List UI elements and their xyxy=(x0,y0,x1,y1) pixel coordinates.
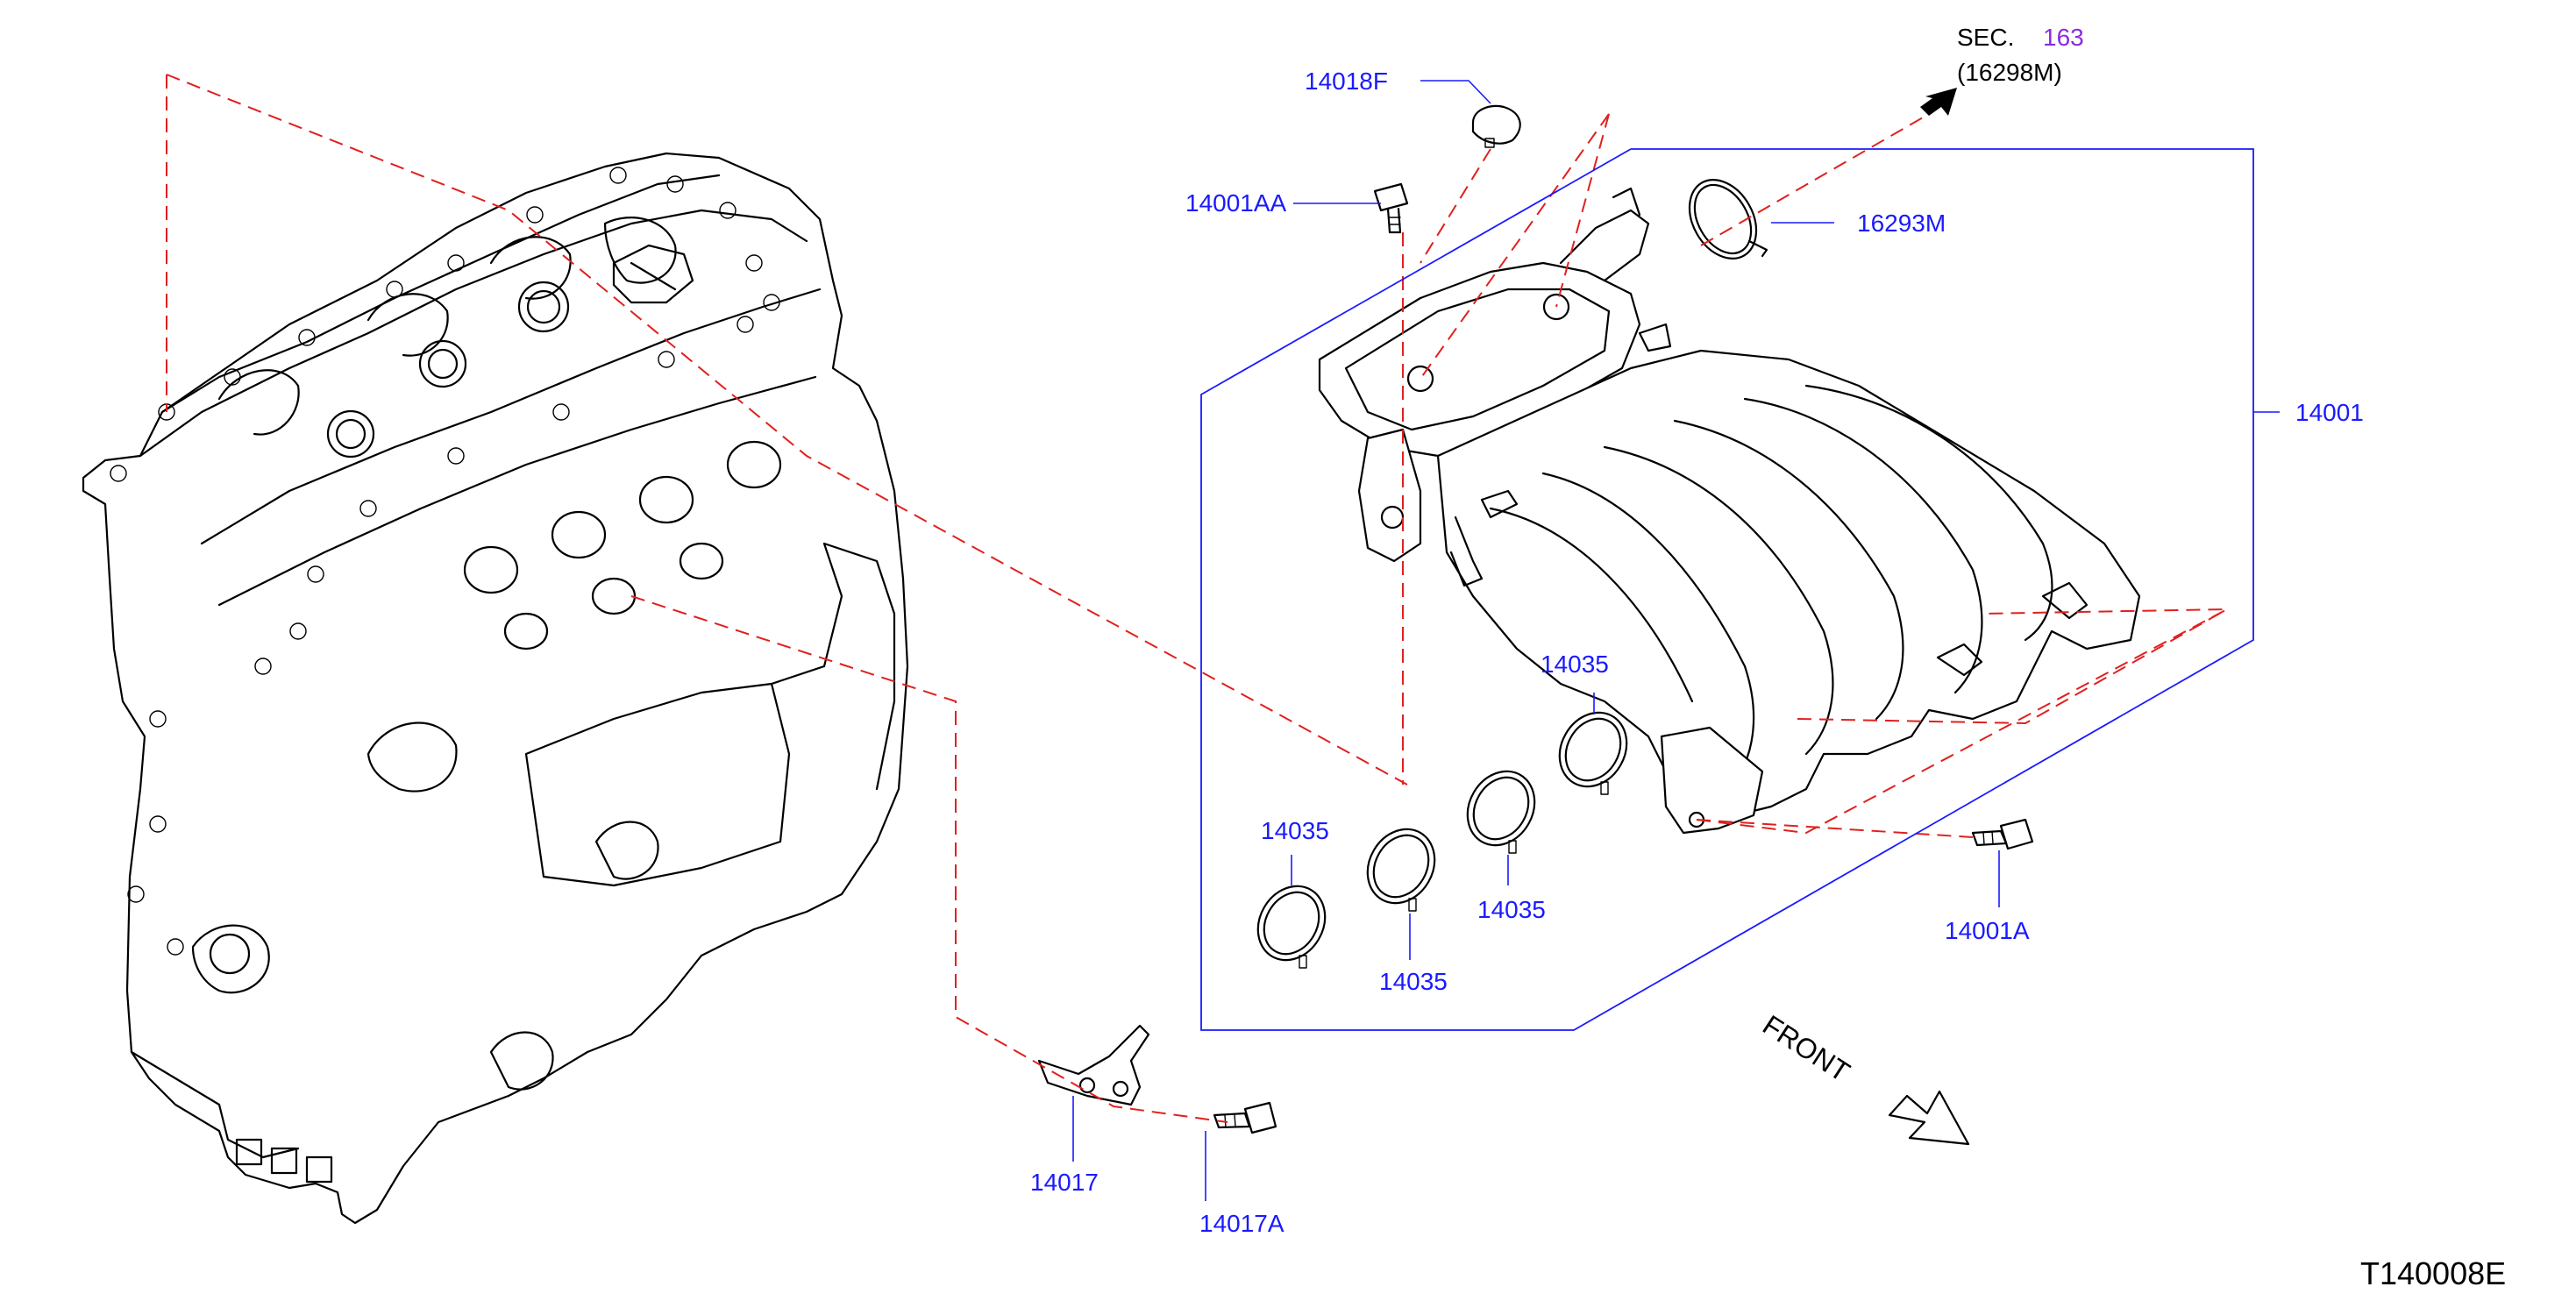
part-label-16293M[interactable]: 16293M xyxy=(1857,210,1946,237)
part-label-14035-mid[interactable]: 14035 xyxy=(1477,896,1546,923)
part-label-14035-upper[interactable]: 14035 xyxy=(1541,650,1609,678)
part-label-14001A[interactable]: 14001A xyxy=(1945,917,2030,944)
section-arrow-icon xyxy=(1920,88,1957,116)
bolt-14001AA xyxy=(1373,182,1409,234)
section-reference-label: (16298M) xyxy=(1957,59,2062,86)
gasket-16293M xyxy=(1688,178,1768,260)
part-label-14001[interactable]: 14001 xyxy=(2295,399,2364,426)
assembly-14001-frame xyxy=(1200,148,2254,1031)
part-label-14018F[interactable]: 14018F xyxy=(1305,68,1388,95)
part-label-14017A[interactable]: 14017A xyxy=(1199,1210,1284,1237)
bracket-14017 xyxy=(1037,1024,1150,1106)
part-label-14035-left[interactable]: 14035 xyxy=(1261,817,1329,844)
engine-assembly xyxy=(82,152,909,1225)
part-label-14001AA[interactable]: 14001AA xyxy=(1185,189,1287,217)
plug-14018F xyxy=(1471,104,1521,148)
section-prefix-label: SEC. xyxy=(1957,24,2014,51)
front-direction-label: FRONT xyxy=(1757,1009,1855,1088)
drawing-code-label: T140008E xyxy=(2360,1255,2506,1291)
gasket-14035-set xyxy=(1256,711,1628,969)
part-label-14035-lower[interactable]: 14035 xyxy=(1379,968,1448,995)
bolt-14017A xyxy=(1213,1101,1277,1134)
leader-lines xyxy=(1072,80,2280,1201)
bolt-14001A xyxy=(1971,818,2034,850)
section-number-link[interactable]: 163 xyxy=(2043,24,2084,51)
intake-manifold xyxy=(1318,187,2141,835)
front-arrow-icon xyxy=(1888,1090,1970,1146)
assembly-guide-lines xyxy=(166,74,2228,1123)
part-label-14017[interactable]: 14017 xyxy=(1030,1169,1099,1196)
